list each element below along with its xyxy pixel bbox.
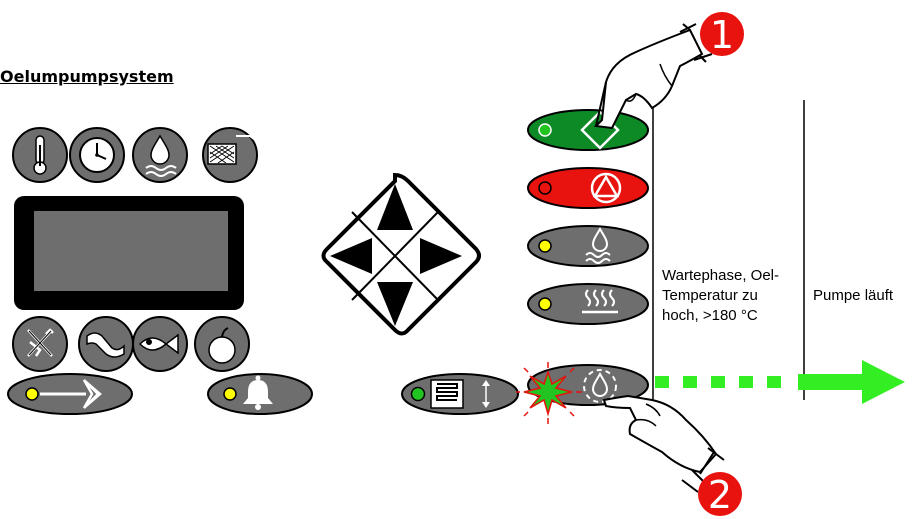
stop-triangle-icon (590, 172, 622, 204)
step-marker-1: 1 (700, 12, 744, 57)
direction-pad-icon[interactable] (321, 172, 481, 336)
oil-temperature-button[interactable] (527, 283, 649, 325)
arrow-down-icon[interactable] (377, 282, 413, 326)
svg-text:2: 2 (708, 473, 732, 517)
drop-circle-icon (583, 369, 617, 403)
thermometer-icon[interactable] (12, 127, 68, 183)
start-button[interactable] (527, 109, 649, 151)
waiting-phase-note: Wartephase, Oel- Temperatur zu hoch, >18… (662, 267, 779, 324)
drop-waves-icon (585, 226, 611, 264)
hand-pointer-icon (593, 23, 713, 130)
stop-button[interactable] (527, 167, 649, 209)
alarm-button[interactable] (207, 373, 313, 415)
arrow-left-icon[interactable] (330, 238, 372, 274)
pump-running-note: Pumpe läuft (813, 287, 894, 304)
status-led (538, 181, 552, 195)
heater-updown-icon (430, 379, 490, 409)
diagram-title: Oelumpumpsystem (0, 67, 174, 86)
step-marker-2: 2 (698, 472, 742, 517)
apple-icon[interactable] (194, 316, 250, 372)
mesh-filter-icon[interactable] (202, 127, 259, 183)
fish-icon[interactable] (132, 316, 188, 372)
enter-button[interactable] (7, 373, 133, 415)
fuel-can-icon[interactable] (78, 316, 134, 372)
oil-level-button[interactable] (527, 225, 649, 267)
status-led (538, 297, 552, 311)
lcd-display (14, 196, 244, 310)
arrow-right-icon[interactable] (420, 238, 462, 274)
flash-burst-icon (516, 362, 582, 424)
status-led (410, 386, 426, 402)
waiting-phase-bar (655, 376, 781, 388)
arrow-up-icon[interactable] (377, 184, 413, 230)
crossed-tools-icon[interactable] (12, 316, 68, 372)
enter-arrow-icon (40, 379, 102, 409)
heater-button[interactable] (401, 373, 519, 415)
bell-icon (243, 375, 273, 410)
status-led (25, 387, 39, 401)
clock-icon[interactable] (69, 127, 125, 183)
status-led (538, 239, 552, 253)
hand-pointer-icon (602, 394, 725, 493)
drop-waves-icon[interactable] (132, 127, 188, 183)
pump-running-arrow (798, 360, 905, 404)
status-led (223, 387, 237, 401)
heat-waves-icon (582, 289, 618, 314)
svg-text:1: 1 (710, 13, 734, 57)
status-led (538, 123, 552, 137)
